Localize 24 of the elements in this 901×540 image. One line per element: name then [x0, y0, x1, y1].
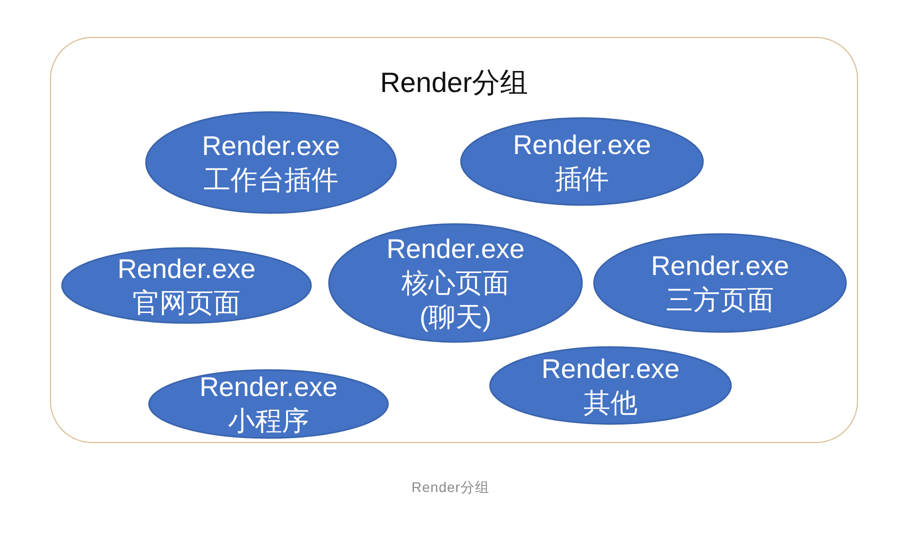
process-description: 其他	[584, 386, 638, 420]
process-description: 核心页面(聊天)	[400, 267, 510, 334]
process-ellipse	[328, 223, 583, 343]
process-description: 小程序	[228, 405, 309, 438]
process-name: Render.exe	[386, 233, 525, 266]
process-name: Render.exe	[117, 252, 256, 286]
process-description: 插件	[555, 162, 609, 196]
process-ellipse	[145, 111, 397, 214]
process-name: Render.exe	[202, 130, 340, 162]
process-name: Render.exe	[199, 371, 338, 404]
process-description: 官网页面	[132, 286, 240, 320]
process-name: Render.exe	[650, 250, 790, 283]
process-ellipse	[61, 247, 312, 324]
process-ellipse	[148, 369, 389, 439]
group-title: Render分组	[380, 66, 528, 100]
group-panel	[50, 37, 858, 443]
process-description: 工作台插件	[204, 164, 338, 196]
process-ellipse	[460, 117, 704, 206]
process-ellipse	[593, 233, 847, 333]
process-description: 三方页面	[666, 284, 774, 317]
figure-caption: Render分组	[412, 478, 490, 496]
process-ellipse	[489, 346, 732, 425]
process-name: Render.exe	[541, 352, 680, 386]
process-name: Render.exe	[512, 128, 652, 162]
